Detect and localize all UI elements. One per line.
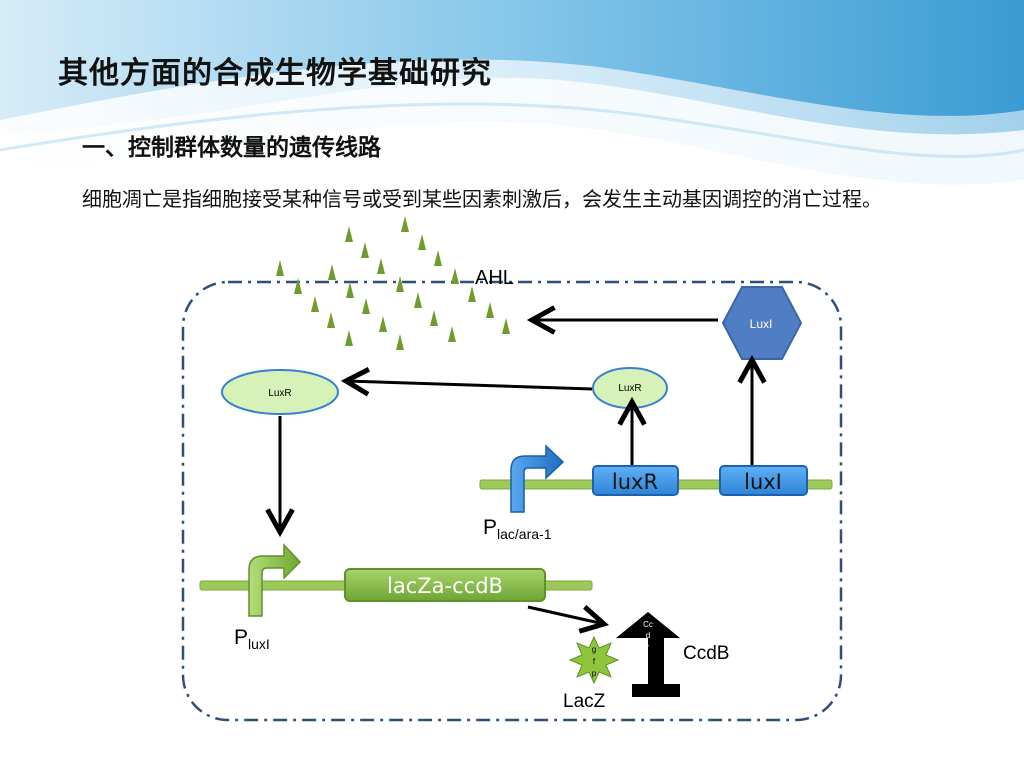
ahl-molecule <box>361 242 369 258</box>
lacz-protein-star <box>568 635 620 685</box>
ccdb-inner-line-1: Cc <box>643 620 653 629</box>
ahl-molecule <box>451 268 459 284</box>
wave-highlight <box>0 59 1024 185</box>
ahl-molecule <box>502 318 510 334</box>
gene-luxi-box <box>719 465 808 496</box>
ahl-molecule <box>414 292 422 308</box>
arrow-luxr-to-luxr <box>346 381 593 389</box>
lacz-label: LacZ <box>563 691 606 712</box>
lacz-inner-line-3: p <box>592 669 597 678</box>
ahl-molecule <box>276 260 284 276</box>
ccdb-label: CcdB <box>683 643 729 664</box>
ahl-molecule <box>328 264 336 280</box>
promoter-lac-ara-sub: lac/ara-1 <box>497 526 552 542</box>
promoter-luxi-label: PluxI <box>234 626 270 652</box>
ahl-molecule <box>362 298 370 314</box>
gene-lacza-ccdb-label: lacZa-ccdB <box>387 574 503 598</box>
ahl-molecule <box>294 278 302 294</box>
ahl-molecule <box>434 250 442 266</box>
ahl-molecule <box>311 296 319 312</box>
description-text: 细胞凋亡是指细胞接受某种信号或受到某些因素刺激后，会发生主动基因调控的消亡过程。 <box>82 187 882 211</box>
ahl-molecule <box>327 312 335 328</box>
ahl-molecule <box>401 216 409 232</box>
wave-line <box>0 102 1024 158</box>
ahl-molecule <box>396 276 404 292</box>
slide-title: 其他方面的合成生物学基础研究 <box>58 56 492 91</box>
lacz-inner-line-2: f <box>593 657 596 666</box>
arrow-gene-to-products <box>527 607 604 624</box>
ahl-molecule <box>468 286 476 302</box>
ahl-molecule <box>377 258 385 274</box>
ahl-molecule <box>345 226 353 242</box>
promoter-luxi-sub: luxI <box>248 636 270 652</box>
promoter-lac-ara-p: P <box>483 516 497 539</box>
gene-luxr-box <box>592 465 679 496</box>
promoter-luxi-p: P <box>234 626 248 649</box>
promoter-lac-ara-arrow <box>510 444 565 513</box>
luxi-protein-hexagon <box>721 286 803 360</box>
gene-luxr-label: luxR <box>612 470 658 494</box>
gene-luxi-label: luxI <box>744 470 782 494</box>
ccdb-protein-shape <box>616 612 680 697</box>
gene-lacza-ccdb-box <box>344 568 546 602</box>
ahl-molecule <box>379 316 387 332</box>
ccdb-inner-line-2: d <box>646 631 650 640</box>
cell-boundary <box>181 280 843 722</box>
ahl-molecule <box>346 282 354 298</box>
promoter-lac-ara-label: Plac/ara-1 <box>483 516 552 542</box>
luxr-protein-left-label: LuxR <box>268 388 291 399</box>
ccdb-inner-line-3: - <box>647 641 650 650</box>
section-heading: 一、控制群体数量的遗传线路 <box>82 135 381 161</box>
ahl-label: AHL <box>475 267 514 289</box>
ahl-molecule <box>430 310 438 326</box>
ahl-molecule <box>345 330 353 346</box>
luxr-protein-left <box>221 369 339 415</box>
luxr-protein-right-label: LuxR <box>618 383 641 394</box>
ahl-molecule <box>418 234 426 250</box>
ahl-molecule <box>448 326 456 342</box>
ahl-molecule <box>396 334 404 350</box>
ahl-molecule <box>486 302 494 318</box>
ahl-molecules <box>276 216 510 350</box>
lacz-inner-line-1: g <box>592 645 596 654</box>
promoter-luxi-arrow <box>248 543 302 617</box>
luxi-protein-label: LuxI <box>750 317 773 331</box>
